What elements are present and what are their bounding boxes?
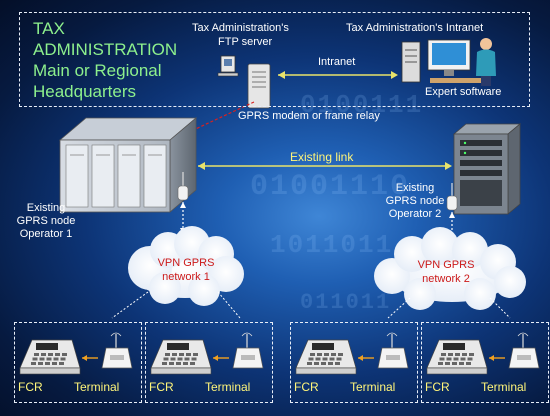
node2-antenna-icon (446, 183, 458, 211)
network1-label: VPN GPRS network 1 (157, 257, 215, 283)
existing-link-arrow (198, 162, 452, 170)
hq-title-line: TAX (33, 19, 65, 38)
terminal-box (421, 322, 549, 403)
ftp-server-tower-icon (247, 63, 271, 109)
hq-title-line: ADMINISTRATION (33, 40, 178, 59)
register-terminal-arrow (489, 355, 505, 361)
vpn-cloud-network2 (374, 227, 526, 310)
intranet-title: Tax Administration's Intranet (346, 22, 484, 34)
register-terminal-arrow (82, 355, 98, 361)
expert-software-label: Expert software (425, 86, 502, 98)
register-terminal-arrow (213, 355, 229, 361)
headquarters-box (19, 12, 530, 107)
fcr-label: FCR (294, 380, 319, 394)
gprs-terminal-icon (508, 332, 540, 369)
ftp-server-label: FTP server (218, 36, 273, 48)
terminal-box (290, 322, 418, 403)
terminal-box (14, 322, 142, 403)
fiscal-cash-register-icon (295, 339, 357, 375)
node1-antenna-icon (177, 172, 189, 201)
binary-background: 0100111 (300, 90, 424, 120)
cloud-terminal-link (111, 291, 149, 319)
binary-background: 1011011 (270, 230, 394, 260)
cloud-terminal-link (489, 297, 511, 319)
terminal-label: Terminal (350, 380, 396, 394)
vpn-cloud-network1 (128, 226, 244, 306)
intranet-link-arrow (278, 71, 398, 79)
cloud-terminal-link (217, 291, 241, 319)
tower-server-icon (452, 123, 522, 215)
intranet-label: Intranet (318, 56, 356, 68)
intranet-workstation-icon (401, 38, 496, 86)
modem-label: GPRS modem or frame relay (238, 110, 380, 122)
terminal-box (145, 322, 273, 403)
terminal-label: Terminal (74, 380, 120, 394)
terminal-label: Terminal (205, 380, 251, 394)
fiscal-cash-register-icon (426, 339, 488, 375)
fcr-label: FCR (425, 380, 450, 394)
ftp-server-label: Tax Administration's (192, 22, 289, 34)
node2-label: Existing GPRS node Operator 2 (385, 182, 445, 220)
hq-title-line: Main or Regional (33, 61, 162, 80)
cloud-terminal-link (387, 297, 411, 319)
hq-title-line: Headquarters (33, 82, 137, 101)
fcr-label: FCR (149, 380, 174, 394)
node1-label: Existing GPRS node Operator 1 (16, 202, 76, 240)
network2-label: VPN GPRS network 2 (417, 259, 475, 285)
terminal-label: Terminal (481, 380, 527, 394)
gprs-terminal-icon (377, 332, 409, 369)
server-rack-icon (58, 117, 198, 213)
register-terminal-arrow (358, 355, 374, 361)
binary-background: 01001110 (250, 170, 411, 204)
fiscal-cash-register-icon (150, 339, 212, 375)
gprs-terminal-icon (232, 332, 264, 369)
existing-link-label: Existing link (290, 150, 354, 164)
binary-background: 011011 (300, 290, 392, 315)
fiscal-cash-register-icon (19, 339, 81, 375)
fcr-label: FCR (18, 380, 43, 394)
gprs-terminal-icon (101, 332, 133, 369)
ftp-server-computer-icon (217, 55, 239, 77)
